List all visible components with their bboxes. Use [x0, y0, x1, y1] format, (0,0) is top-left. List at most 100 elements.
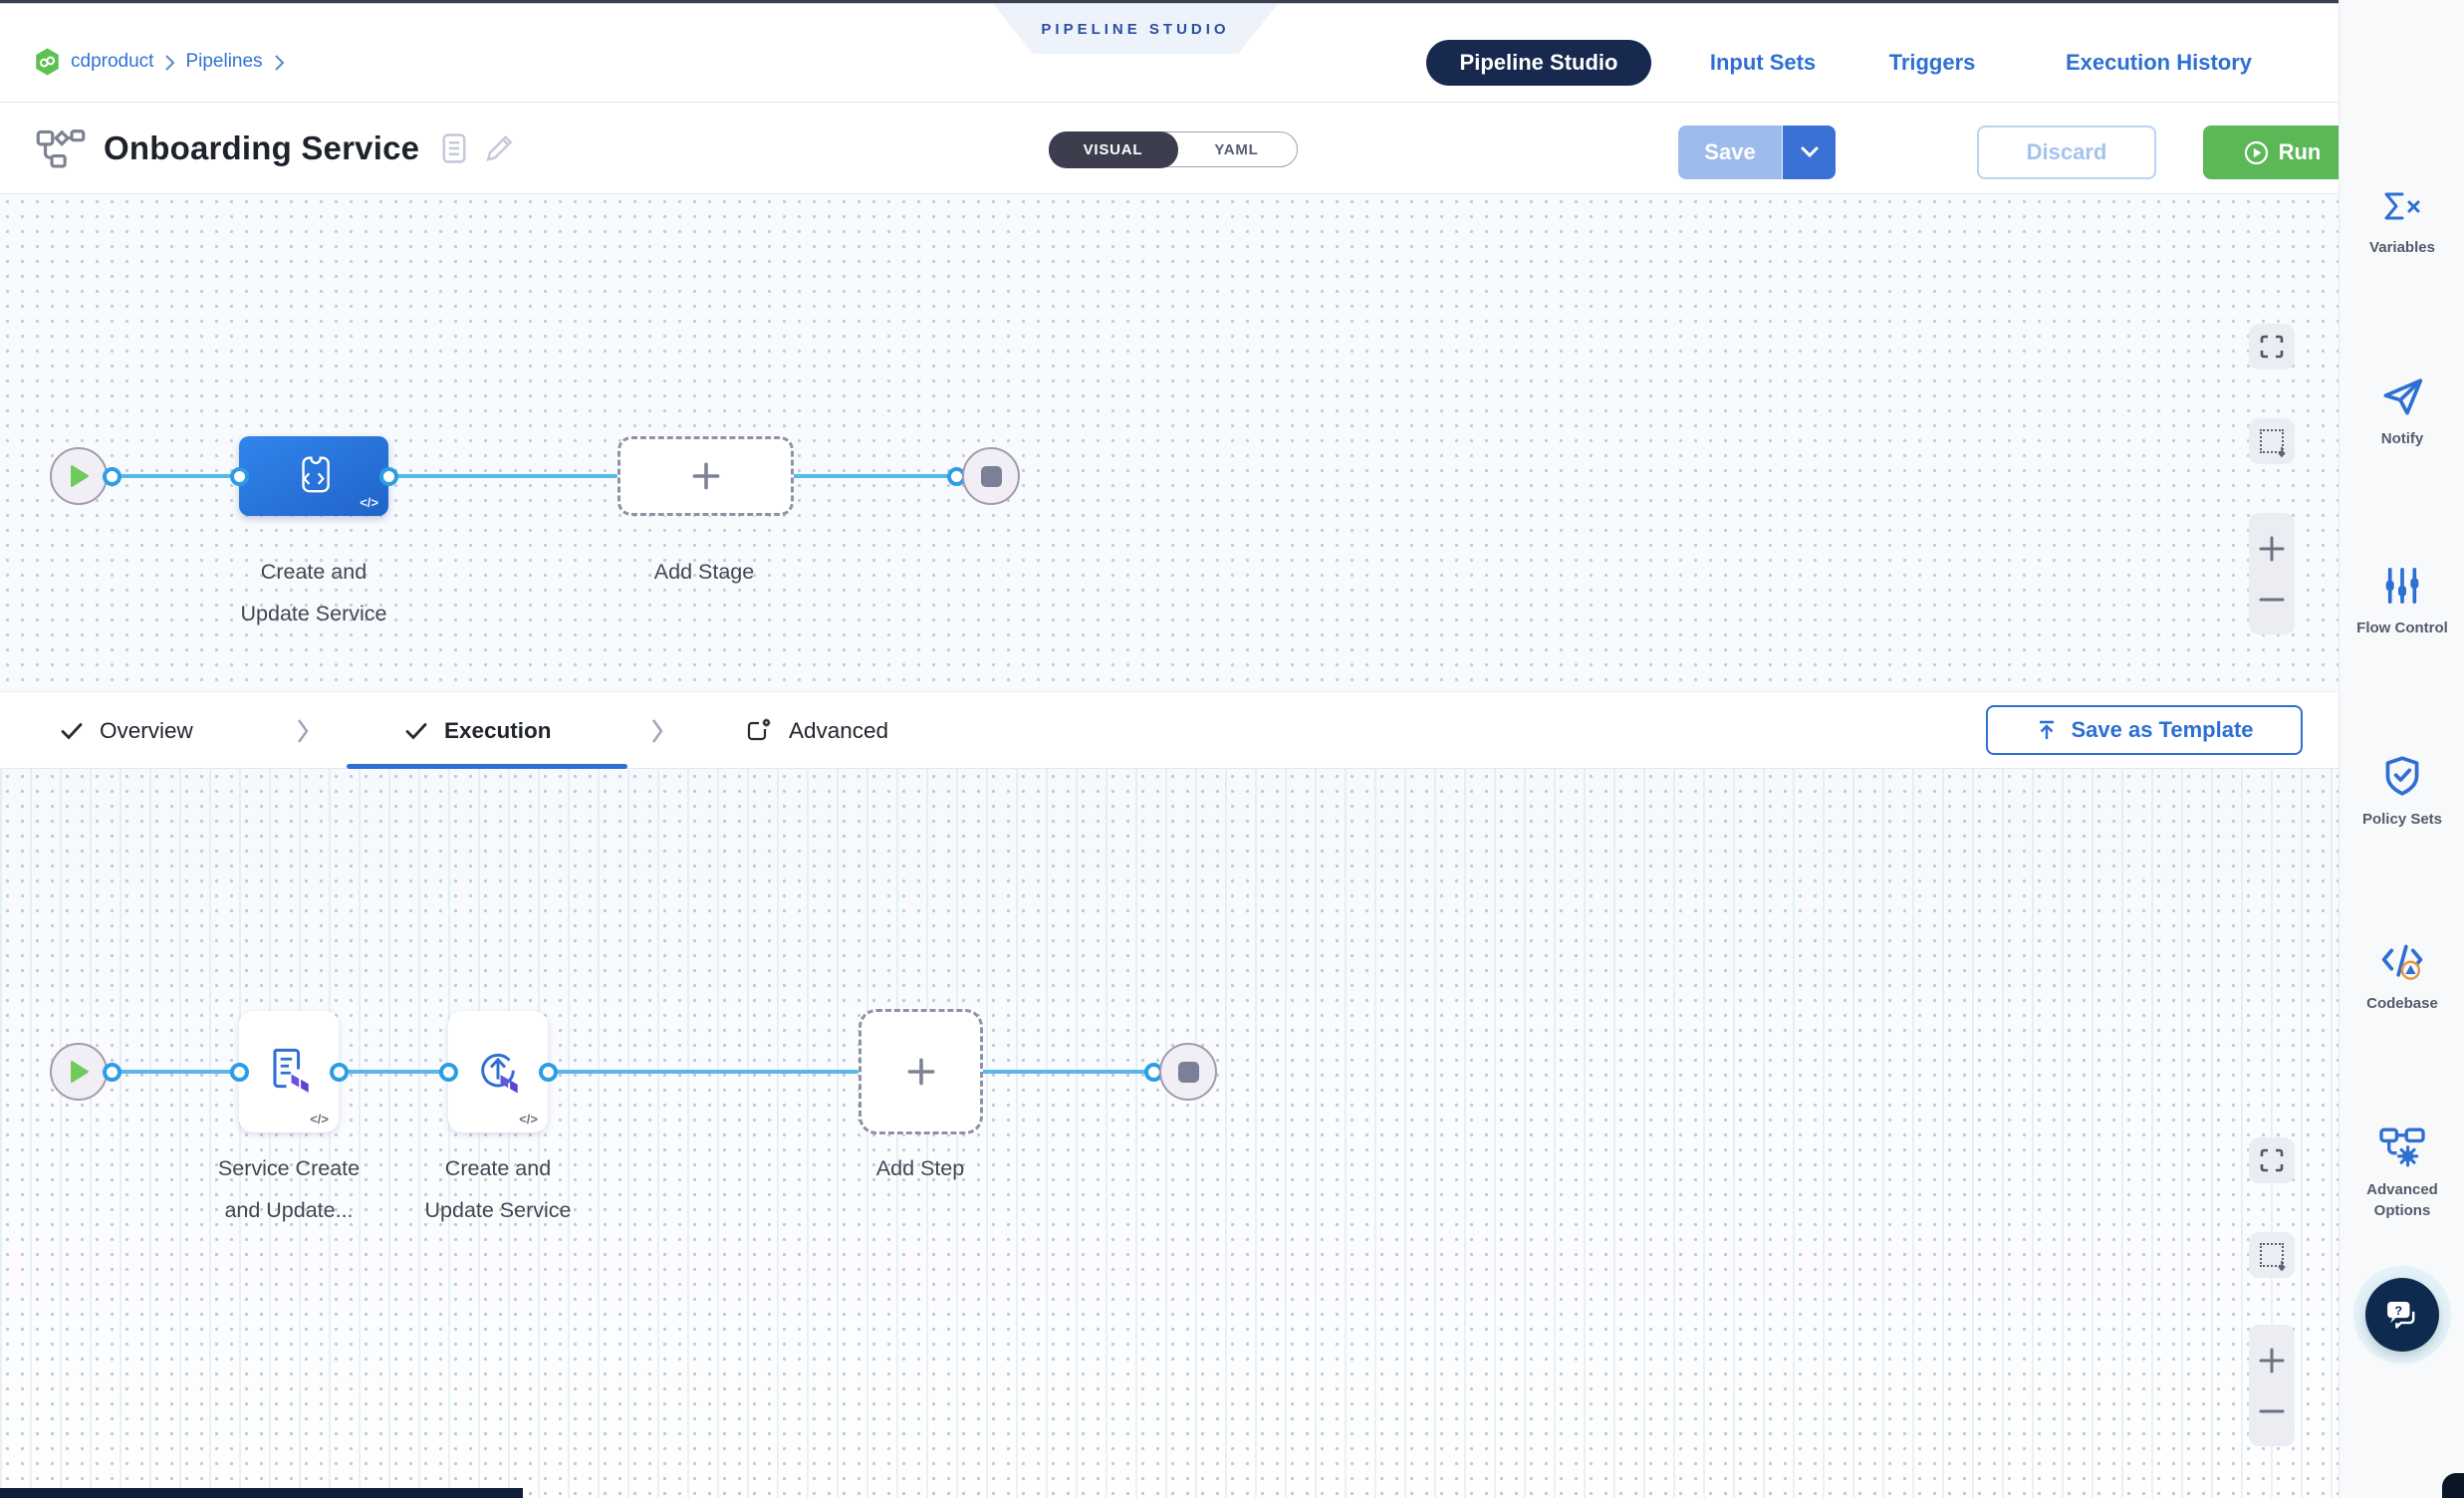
sidebar-item-variables[interactable]: Variables: [2340, 189, 2464, 258]
add-stage-label: Add Stage: [653, 560, 755, 584]
sidebar-item-label: Policy Sets: [2361, 811, 2443, 828]
marquee-select-icon: [2260, 429, 2286, 458]
zoom-in-button[interactable]: [2255, 1344, 2289, 1377]
toggle-yaml[interactable]: YAML: [1214, 140, 1259, 158]
sidebar-item-notify[interactable]: Notify: [2340, 376, 2464, 449]
sidebar-item-policy-sets[interactable]: Policy Sets: [2340, 755, 2464, 830]
connector-port[interactable]: [439, 1063, 458, 1082]
stage-tabs-bar: Overview Execution Advanced Save as Temp…: [0, 691, 2339, 769]
tab-input-sets[interactable]: Input Sets: [1709, 50, 1817, 75]
save-dropdown-button[interactable]: [1782, 125, 1836, 179]
sliders-icon: [2382, 566, 2422, 606]
active-tab-underline: [347, 764, 627, 769]
sidebar-item-label: Notify: [2380, 430, 2424, 447]
chevron-right-icon: [163, 53, 175, 72]
step-label: Create and Update Service: [424, 1156, 572, 1222]
pipeline-flowchart-icon: [36, 128, 86, 168]
save-as-template-label: Save as Template: [2071, 717, 2254, 742]
tab-execution-label: Execution: [444, 717, 552, 743]
play-circle-icon: [2243, 139, 2270, 166]
sidebar-item-label: Codebase: [2366, 995, 2438, 1012]
toggle-visual[interactable]: VISUAL: [1048, 130, 1178, 168]
chevron-right-icon: [295, 716, 311, 746]
sidebar-item-advanced-options[interactable]: Advanced Options: [2340, 1125, 2464, 1221]
marquee-select-icon: [2260, 1243, 2286, 1272]
tab-advanced[interactable]: Advanced: [745, 692, 888, 769]
step-node-service-create-update[interactable]: </>: [239, 1011, 339, 1132]
connector-port[interactable]: [230, 1063, 249, 1082]
connector-port[interactable]: [103, 1063, 122, 1082]
play-icon: [67, 1059, 91, 1085]
execution-end-node[interactable]: [1159, 1043, 1217, 1101]
connector-port[interactable]: [539, 1063, 558, 1082]
chat-question-icon: ?: [2382, 1297, 2422, 1333]
stage-node-create-update-service[interactable]: </>: [239, 436, 388, 516]
run-button-label: Run: [2278, 139, 2322, 164]
tab-triggers[interactable]: Triggers: [1888, 50, 1976, 75]
sidebar-item-label: Flow Control: [2356, 620, 2448, 636]
paper-plane-icon: [2380, 376, 2424, 416]
chevron-down-icon: [1800, 145, 1820, 159]
connector-port[interactable]: [330, 1063, 349, 1082]
window-top-edge: [0, 0, 2464, 3]
run-button[interactable]: Run: [2203, 125, 2360, 179]
sidebar-item-codebase[interactable]: Codebase: [2340, 941, 2464, 1014]
stage-label: Create and Update Service: [240, 560, 387, 625]
step-label: Service Create and Update...: [217, 1156, 361, 1222]
sidebar-item-label: Advanced Options: [2366, 1181, 2438, 1219]
help-resource-button[interactable]: ?: [2365, 1278, 2439, 1352]
tab-execution[interactable]: Execution: [404, 692, 552, 769]
add-stage-button[interactable]: [617, 436, 794, 516]
sidebar-item-flow-control[interactable]: Flow Control: [2340, 566, 2464, 638]
pipeline-edge: [548, 1070, 859, 1074]
edit-pencil-icon[interactable]: [485, 132, 515, 164]
chevron-right-icon: [273, 53, 285, 72]
connector-port[interactable]: [379, 467, 398, 486]
shield-check-icon: [2382, 755, 2422, 797]
bottom-overlay-edge: [0, 1488, 523, 1498]
check-icon: [404, 719, 428, 743]
stage-canvas[interactable]: </> Create and Update Service Add Stage: [0, 194, 2339, 691]
pipeline-edge: [388, 474, 617, 478]
execution-start-node[interactable]: [50, 1043, 108, 1101]
connector-port[interactable]: [103, 467, 122, 486]
zoom-in-button[interactable]: [2255, 532, 2289, 566]
yaml-code-badge: </>: [360, 495, 378, 510]
pipeline-end-node[interactable]: [962, 447, 1020, 505]
tab-execution-history[interactable]: Execution History: [2065, 50, 2253, 75]
step-node-create-update-service[interactable]: </>: [448, 1011, 548, 1132]
pipeline-edge: [792, 474, 956, 478]
save-button[interactable]: Save: [1678, 125, 1782, 179]
breadcrumb-project-link[interactable]: cdproduct: [71, 51, 154, 72]
marquee-select-button[interactable]: [2249, 418, 2295, 464]
tab-pipeline-studio[interactable]: Pipeline Studio: [1426, 40, 1651, 86]
visual-yaml-toggle: VISUAL YAML: [1048, 130, 1298, 168]
tab-advanced-label: Advanced: [789, 717, 889, 743]
sigma-x-icon: [2380, 189, 2424, 225]
plus-icon: [688, 458, 724, 494]
service-code-icon: [291, 453, 337, 499]
tab-overview[interactable]: Overview: [60, 692, 193, 769]
add-step-button[interactable]: [859, 1009, 983, 1134]
stop-icon: [980, 465, 1002, 487]
connector-port[interactable]: [230, 467, 249, 486]
zoom-out-button[interactable]: [2255, 583, 2289, 617]
svg-text:?: ?: [2394, 1304, 2402, 1318]
marquee-select-button[interactable]: [2249, 1232, 2295, 1278]
discard-button[interactable]: Discard: [1977, 125, 2156, 179]
plus-icon: [903, 1054, 939, 1090]
description-doc-icon[interactable]: [441, 132, 467, 164]
check-icon: [60, 719, 84, 743]
play-icon: [67, 463, 91, 489]
fullscreen-button[interactable]: [2249, 1137, 2295, 1183]
pipeline-start-node[interactable]: [50, 447, 108, 505]
zoom-out-button[interactable]: [2255, 1394, 2289, 1428]
project-logo-icon: [34, 47, 61, 77]
terraform-apply-icon: [470, 1044, 526, 1100]
execution-canvas[interactable]: </> Service Create and Update... </> Cre…: [0, 769, 2339, 1498]
fullscreen-button[interactable]: [2249, 324, 2295, 370]
save-as-template-button[interactable]: Save as Template: [1986, 705, 2303, 755]
breadcrumb-pipelines-link[interactable]: Pipelines: [185, 51, 263, 72]
pipeline-edge: [112, 474, 241, 478]
yaml-code-badge: </>: [519, 1112, 538, 1126]
